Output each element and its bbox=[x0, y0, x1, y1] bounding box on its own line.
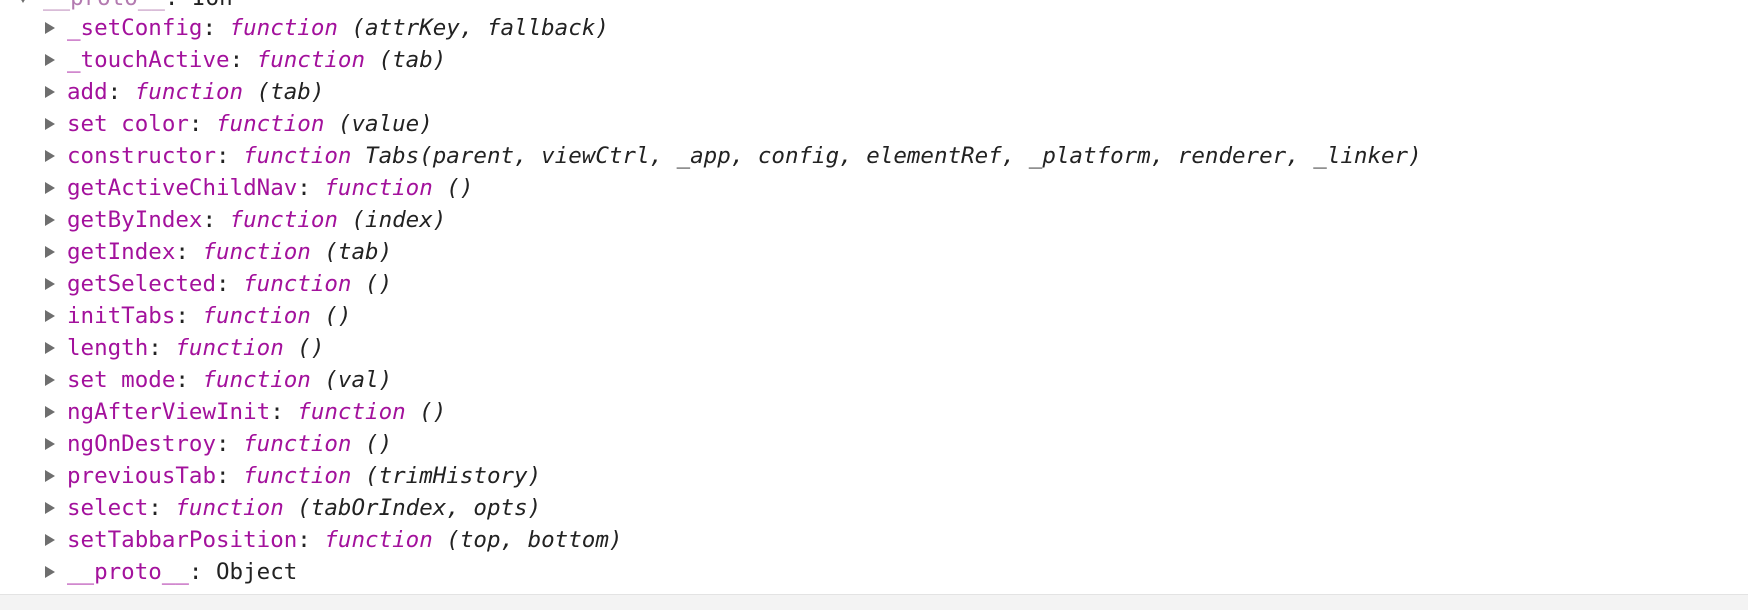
function-signature: (tab) bbox=[324, 239, 393, 265]
function-signature: (tab) bbox=[256, 79, 325, 105]
property-key: getIndex bbox=[67, 239, 176, 265]
disclosure-collapsed-icon[interactable] bbox=[40, 140, 60, 172]
function-keyword: function bbox=[243, 463, 352, 489]
function-signature: (val) bbox=[324, 367, 393, 393]
function-signature: (tab) bbox=[378, 47, 447, 73]
disclosure-collapsed-icon[interactable] bbox=[40, 76, 60, 108]
function-keyword: function bbox=[324, 527, 433, 553]
function-keyword: function bbox=[202, 239, 311, 265]
disclosure-collapsed-icon[interactable] bbox=[40, 300, 60, 332]
disclosure-collapsed-icon[interactable] bbox=[40, 236, 60, 268]
property-key: _setConfig bbox=[67, 15, 203, 41]
disclosure-collapsed-icon[interactable] bbox=[40, 492, 60, 524]
function-keyword: function bbox=[243, 271, 352, 297]
function-signature: () bbox=[297, 335, 325, 361]
disclosure-expanded-icon[interactable] bbox=[13, 0, 33, 14]
function-signature: (tabOrIndex, opts) bbox=[297, 495, 542, 521]
function-signature: () bbox=[324, 303, 352, 329]
property-key: initTabs bbox=[67, 303, 176, 329]
function-keyword: function bbox=[243, 431, 352, 457]
property-key: _touchActive bbox=[67, 47, 230, 73]
function-signature: () bbox=[446, 175, 474, 201]
function-signature: (attrKey, fallback) bbox=[351, 15, 609, 41]
disclosure-collapsed-icon[interactable] bbox=[40, 428, 60, 460]
property-value: Ion bbox=[192, 0, 233, 11]
disclosure-collapsed-icon[interactable] bbox=[40, 460, 60, 492]
property-key: select bbox=[67, 495, 149, 521]
property-key: add bbox=[67, 79, 108, 105]
property-key: getActiveChildNav bbox=[67, 175, 298, 201]
property-value: Object bbox=[216, 559, 298, 585]
function-keyword: function bbox=[216, 111, 325, 137]
disclosure-collapsed-icon[interactable] bbox=[40, 332, 60, 364]
property-key: __proto__ bbox=[67, 559, 189, 585]
property-key: getByIndex bbox=[67, 207, 203, 233]
disclosure-collapsed-icon[interactable] bbox=[40, 12, 60, 44]
property-key: set mode bbox=[67, 367, 176, 393]
property-key: previousTab bbox=[67, 463, 217, 489]
property-key: getSelected bbox=[67, 271, 217, 297]
console-bottom-bar bbox=[0, 594, 1748, 610]
function-signature: () bbox=[419, 399, 447, 425]
function-signature: (value) bbox=[337, 111, 433, 137]
function-keyword: function bbox=[175, 495, 284, 521]
function-keyword: function bbox=[243, 143, 352, 169]
property-key: setTabbarPosition bbox=[67, 527, 298, 553]
function-keyword: function bbox=[229, 207, 338, 233]
property-key: set color bbox=[67, 111, 189, 137]
console-object-inspector: __proto__: Ion _setConfig: function (att… bbox=[13, 0, 1422, 588]
property-key: ngOnDestroy bbox=[67, 431, 217, 457]
function-keyword: function bbox=[324, 175, 433, 201]
disclosure-collapsed-icon[interactable] bbox=[40, 108, 60, 140]
function-keyword: function bbox=[202, 303, 311, 329]
property-key: ngAfterViewInit bbox=[67, 399, 271, 425]
function-keyword: function bbox=[134, 79, 244, 105]
disclosure-collapsed-icon[interactable] bbox=[40, 172, 60, 204]
function-signature: (trimHistory) bbox=[365, 463, 542, 489]
function-signature: (index) bbox=[351, 207, 447, 233]
disclosure-collapsed-icon[interactable] bbox=[40, 524, 60, 556]
function-keyword: function bbox=[175, 335, 284, 361]
function-keyword: function bbox=[256, 47, 366, 73]
function-signature: (top, bottom) bbox=[446, 527, 623, 553]
function-signature: () bbox=[365, 431, 393, 457]
disclosure-collapsed-icon[interactable] bbox=[40, 364, 60, 396]
property-key: length bbox=[67, 335, 149, 361]
disclosure-collapsed-icon[interactable] bbox=[40, 44, 60, 76]
property-key: constructor bbox=[67, 143, 217, 169]
disclosure-collapsed-icon[interactable] bbox=[40, 204, 60, 236]
function-keyword: function bbox=[202, 367, 311, 393]
function-signature: Tabs(parent, viewCtrl, _app, config, ele… bbox=[365, 143, 1422, 169]
disclosure-collapsed-icon[interactable] bbox=[40, 396, 60, 428]
property-key: __proto__ bbox=[43, 0, 165, 11]
function-keyword: function bbox=[229, 15, 338, 41]
function-signature: () bbox=[365, 271, 393, 297]
disclosure-collapsed-icon[interactable] bbox=[40, 556, 60, 588]
disclosure-collapsed-icon[interactable] bbox=[40, 268, 60, 300]
function-keyword: function bbox=[297, 399, 406, 425]
